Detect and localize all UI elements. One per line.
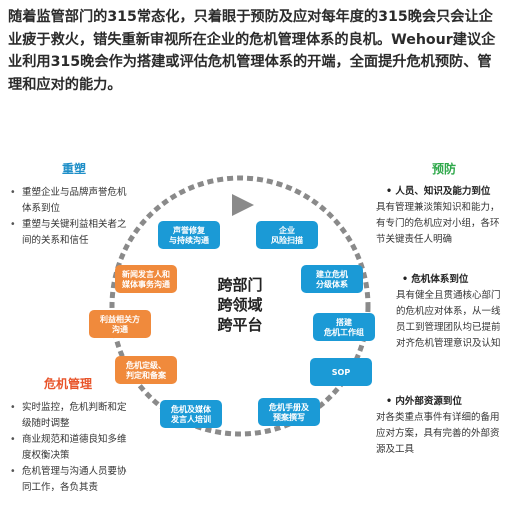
cycle-node-box <box>115 356 177 384</box>
prevention-block-head: 危机体系到位 <box>396 272 504 288</box>
prevention-block-people: 人员、知识及能力到位 具有管理兼淡策知识和能力，有专门的危机应对小组，各环节关键… <box>376 184 504 248</box>
prevention-block-body: 具有健全且贯通核心部门的危机应对体系，从一线员工到管理团队均已提前对齐危机管理意… <box>396 290 501 349</box>
prevention-block-head: 内外部资源到位 <box>376 394 500 410</box>
cycle-ring <box>109 175 371 437</box>
cycle-node: 危机定级、判定和备案 <box>115 356 177 384</box>
cycle-node-label: 危机手册及 <box>268 402 310 412</box>
cycle-node-box <box>89 310 151 338</box>
cycle-node-label: 利益相关方 <box>99 314 140 324</box>
cycle-node-label: 发言人培训 <box>170 414 211 424</box>
prevention-block-resources: 内外部资源到位 对各类重点事件有详细的备用应对方案，具有完善的外部资源及工具 <box>376 394 500 458</box>
prevention-block-body: 对各类重点事件有详细的备用应对方案，具有完善的外部资源及工具 <box>376 412 500 455</box>
cycle-node-label: SOP <box>332 368 351 377</box>
cycle-node-label: 危机及媒体 <box>170 404 212 414</box>
cycle-node-box <box>301 265 363 293</box>
center-label: 跨部门 跨领域 跨平台 <box>217 276 262 334</box>
center-label-line: 跨领域 <box>217 296 262 314</box>
cycle-node-label: 判定和备案 <box>126 370 167 380</box>
cycle-node-label: 沟通 <box>112 324 128 334</box>
crisis-management-item: 危机管理与沟通人员要协同工作，各负其责 <box>10 464 135 496</box>
reshape-item: 重塑与关键利益相关者之间的关系和信任 <box>10 217 128 249</box>
reshape-title: 重塑 <box>62 162 87 176</box>
cycle-node-label: 搭建 <box>336 317 353 327</box>
cycle-node-label: 与持续沟通 <box>169 235 209 245</box>
cycle-node-box <box>313 313 375 341</box>
cycle-node-box <box>310 358 372 386</box>
cycle-node: SOP <box>310 358 372 386</box>
cycle-node-label: 媒体事务沟通 <box>121 279 170 289</box>
cycle-node-box <box>158 221 220 249</box>
cycle-node-label: 风险扫描 <box>271 235 303 245</box>
crisis-management-title: 危机管理 <box>44 377 93 391</box>
intro-paragraph: 随着监管部门的315常态化，只着眼于预防及应对每年度的315晚会只会让企业疲于救… <box>8 9 496 93</box>
prevention-block-system: 危机体系到位 具有健全且贯通核心部门的危机应对体系，从一线员工到管理团队均已提前… <box>396 272 504 352</box>
cycle-node-label: 企业 <box>278 225 295 235</box>
crisis-management-item: 实时监控，危机判断和定级随时调整 <box>10 400 135 432</box>
cycle-node-box <box>160 400 222 428</box>
cycle-node-label: 分级体系 <box>316 279 348 289</box>
cycle-node-box <box>256 221 318 249</box>
cycle-arrow-head <box>232 194 254 216</box>
cycle-node-label: 危机定级、 <box>125 360 166 370</box>
reshape-list: 重塑企业与品牌声誉危机体系到位 重塑与关键利益相关者之间的关系和信任 <box>10 185 128 249</box>
cycle-node-box <box>115 265 177 293</box>
center-label-line: 跨部门 <box>217 276 262 294</box>
cycle-node-label: 危机工作组 <box>323 327 364 337</box>
center-label-line: 跨平台 <box>217 316 262 334</box>
prevention-title: 预防 <box>432 162 457 176</box>
cycle-node-label: 建立危机 <box>315 269 348 279</box>
prevention-block-body: 具有管理兼淡策知识和能力，有专门的危机应对小组，各环节关键责任人明确 <box>376 202 500 245</box>
cycle-node-box <box>258 398 320 426</box>
cycle-node-label: 新闻发言人和 <box>122 269 170 279</box>
crisis-management-list: 实时监控，危机判断和定级随时调整 商业规范和道德良知多维度权衡决策 危机管理与沟… <box>10 400 135 496</box>
cycle-node-label: 声誉修复 <box>172 225 206 235</box>
cycle-node-label: 预案撰写 <box>273 412 305 422</box>
crisis-management-item: 商业规范和道德良知多维度权衡决策 <box>10 432 135 464</box>
prevention-block-head: 人员、知识及能力到位 <box>376 184 504 200</box>
reshape-item: 重塑企业与品牌声誉危机体系到位 <box>10 185 128 217</box>
